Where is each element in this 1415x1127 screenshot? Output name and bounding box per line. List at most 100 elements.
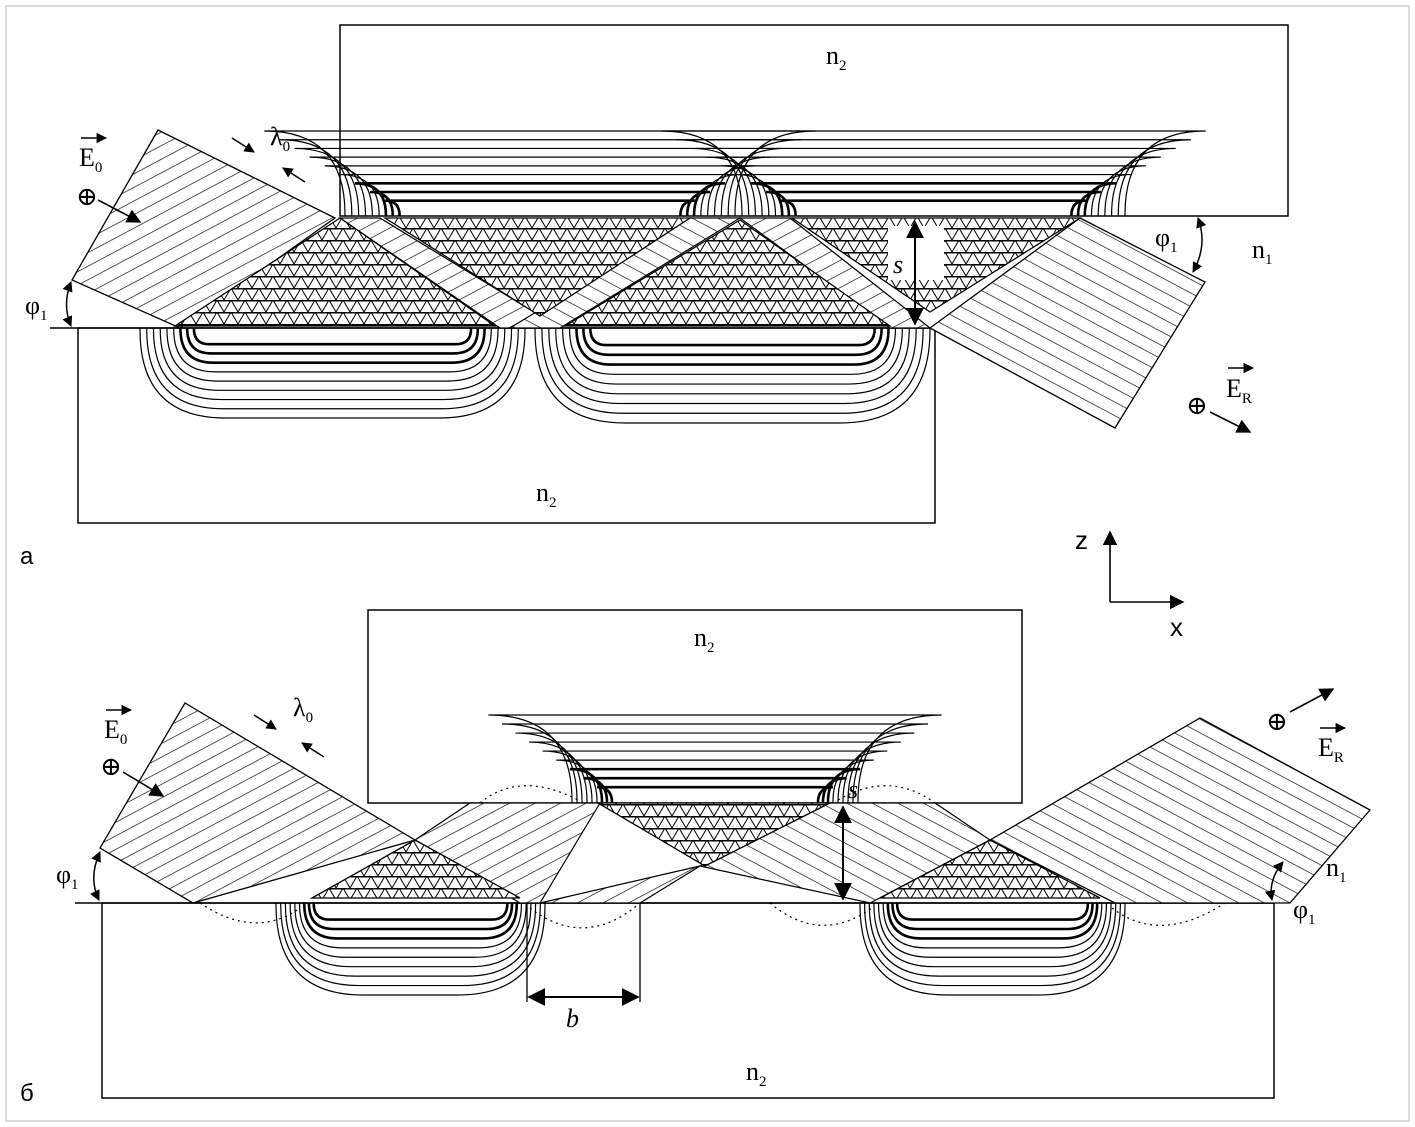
lobe-top-a-left-contour xyxy=(294,147,786,216)
lobe-top-b-contour xyxy=(529,741,901,803)
lobe-bottom-b-right-contour xyxy=(868,903,1117,977)
lobe-bottom-a-left-contour xyxy=(185,328,480,355)
lambda-arrow-right-b xyxy=(301,742,325,758)
polarization-symbol-er-b: ⊕ xyxy=(1266,707,1288,736)
incident-beam-a xyxy=(71,129,337,329)
interference-zone-a2 xyxy=(382,217,693,317)
evanescent-lobes-bottom-a xyxy=(139,328,931,424)
lobe-top-a-right-contour xyxy=(721,165,1146,216)
reflected-beam-b-gap xyxy=(539,865,701,904)
angle-label-left-a: φ1 xyxy=(25,291,48,324)
lobe-bottom-b-right-contour xyxy=(873,903,1112,968)
lobe-bottom-b-right-contour xyxy=(891,903,1094,931)
lobe-bottom-b-right-contour xyxy=(882,903,1103,949)
gap-s-label-b: s xyxy=(848,775,858,804)
lobe-top-a-left-contour xyxy=(309,156,771,216)
lobe-top-b-contour xyxy=(501,723,929,803)
lobe-top-b-contour xyxy=(569,767,861,803)
gap-s-label-a: s xyxy=(893,250,903,279)
wavelength-label-a: λ0 xyxy=(270,122,290,155)
lobe-bottom-a-left-contour xyxy=(179,328,486,364)
bottom-prism-a xyxy=(77,327,936,524)
panel-letter-b: б xyxy=(20,1080,34,1107)
medium-n2-top-b: n2 xyxy=(694,623,715,656)
lobe-bottom-a-left-contour xyxy=(139,328,526,419)
angle-arc-left-b xyxy=(90,851,101,901)
lobe-bottom-a-left-contour xyxy=(152,328,513,401)
lobe-bottom-a-left-contour xyxy=(192,328,473,346)
reflected-field-label-a: ER xyxy=(1226,374,1252,407)
lobe-bottom-b-right-contour xyxy=(895,903,1090,921)
lobe-top-a-left-contour xyxy=(369,190,711,216)
lobe-top-a-left-contour xyxy=(339,173,741,216)
lobe-bottom-a-right-contour xyxy=(589,328,876,347)
b-width-label: b xyxy=(566,1004,579,1033)
polarization-symbol-er-a: ⊕ xyxy=(1186,391,1208,420)
angle-arc-right-b xyxy=(1265,861,1284,902)
evanescent-tails-top-b xyxy=(479,785,936,804)
lobe-top-a-left-contour xyxy=(324,165,756,216)
outgoing-beam-a xyxy=(928,217,1206,429)
lobe-bottom-a-right-contour xyxy=(534,328,931,424)
lobe-bottom-a-left-contour xyxy=(146,328,519,410)
panel-a: s λ0 E0 ⊕ ER ⊕ φ1 φ1 n2 n2 n1 а xyxy=(20,24,1289,570)
lobe-bottom-b-right-contour xyxy=(877,903,1108,958)
lobe-top-a-right-contour xyxy=(676,139,1191,216)
z-axis-label: z xyxy=(1075,525,1088,555)
propagation-arrow-e0-a xyxy=(97,199,142,223)
interference-zone-b2 xyxy=(595,802,831,867)
medium-n1-a: n1 xyxy=(1252,235,1273,268)
lobe-bottom-a-right-contour xyxy=(575,328,890,366)
lobe-top-b-contour xyxy=(556,759,874,803)
lobe-bottom-a-left-contour xyxy=(173,328,492,373)
evanescent-lobes-b xyxy=(275,714,1126,996)
polarization-symbol-e0-b: ⊕ xyxy=(100,752,122,781)
lobe-bottom-b-left-contour xyxy=(294,903,527,958)
angle-arc-left-a xyxy=(62,281,73,327)
coordinate-axes: z x xyxy=(1075,525,1185,642)
lobe-bottom-a-right-contour xyxy=(582,328,883,357)
propagation-arrow-e0-b xyxy=(122,771,165,797)
panel-b: s b λ0 E0 ⊕ ER ⊕ φ1 φ1 n2 n2 n1 б xyxy=(20,609,1372,1107)
x-axis-label: x xyxy=(1170,612,1183,642)
incident-beam-b xyxy=(99,702,417,904)
lobe-top-a-right-contour xyxy=(661,130,1206,216)
angle-arc-right-a xyxy=(1192,217,1207,273)
lobe-bottom-b-left-contour xyxy=(280,903,541,987)
lambda-arrow-right-a xyxy=(282,167,306,183)
lobe-bottom-b-left-contour xyxy=(307,903,514,931)
evanescent-lobes-top-a xyxy=(264,130,1206,216)
lobe-top-a-right-contour xyxy=(781,199,1086,216)
lobe-top-a-left-contour xyxy=(354,181,726,216)
medium-n2-bottom-b: n2 xyxy=(746,1057,767,1090)
angle-label-right-a: φ1 xyxy=(1155,223,1178,256)
lobe-bottom-a-right-contour xyxy=(568,328,897,375)
lobe-bottom-b-left-contour xyxy=(302,903,519,940)
lobe-top-a-right-contour xyxy=(706,156,1161,216)
lobe-bottom-a-right-contour xyxy=(562,328,903,385)
interference-zone-a3 xyxy=(562,219,893,327)
lobe-bottom-b-right-contour xyxy=(886,903,1099,940)
lambda-arrow-left-a xyxy=(231,137,255,153)
lobe-bottom-a-right-contour xyxy=(541,328,924,414)
lobe-top-a-right-contour xyxy=(736,173,1131,216)
panel-letter-a: а xyxy=(20,543,34,570)
lobe-bottom-b-left-contour xyxy=(284,903,537,977)
lobe-top-b-contour xyxy=(596,785,834,803)
lobe-top-a-left-contour xyxy=(385,199,695,216)
angle-label-left-b: φ1 xyxy=(56,860,79,893)
lobe-top-b-contour xyxy=(583,776,847,803)
interference-zone-a1 xyxy=(172,217,498,327)
lobe-bottom-b-right-contour xyxy=(859,903,1126,996)
lobe-bottom-a-left-contour xyxy=(159,328,506,391)
top-prism-b xyxy=(367,609,1023,804)
lobe-bottom-b-right-contour xyxy=(864,903,1121,987)
propagation-arrow-er-b xyxy=(1289,688,1335,713)
lobe-bottom-b-left-contour xyxy=(275,903,546,996)
reflected-field-label-b: ER xyxy=(1318,733,1344,766)
outgoing-beam-b xyxy=(988,717,1372,904)
lobe-top-b-contour xyxy=(542,750,888,803)
lobe-top-a-right-contour xyxy=(691,147,1176,216)
